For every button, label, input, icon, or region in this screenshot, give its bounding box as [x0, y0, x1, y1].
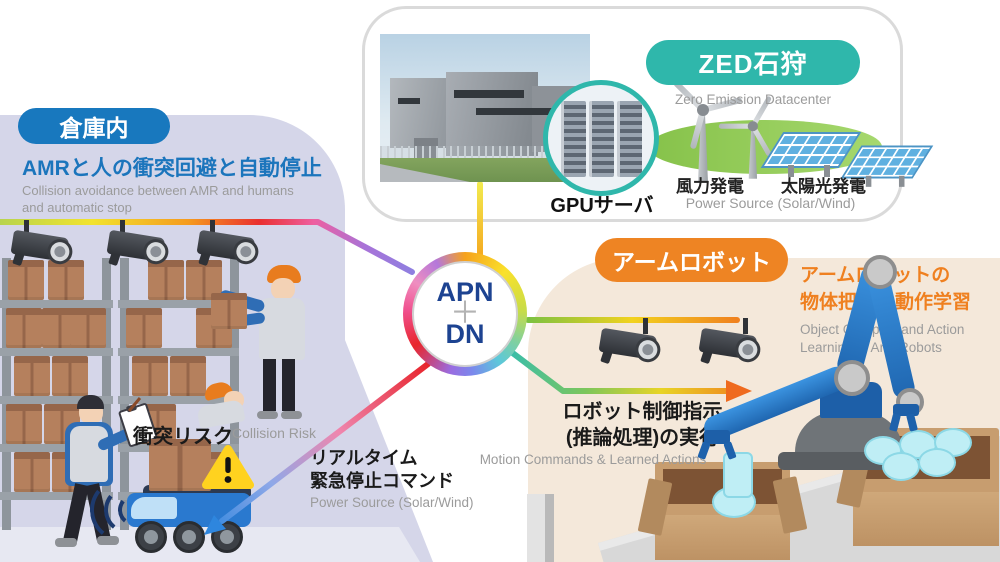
- command-arrowhead-icon: [726, 380, 752, 402]
- cctv-camera-icon: [598, 318, 664, 366]
- cardboard-box: [170, 356, 206, 396]
- wind-turbine-icon: [718, 95, 778, 184]
- warning-triangle-icon: [202, 445, 254, 489]
- zed-badge-label: ZED石狩: [698, 49, 808, 79]
- cardboard-box: [48, 260, 84, 300]
- warehouse-subtitle: Collision avoidance between AMR and huma…: [22, 183, 294, 215]
- cardboard-box: [14, 356, 50, 396]
- shelf-board: [0, 300, 113, 308]
- cardboard-box: [8, 260, 44, 300]
- armrobot-badge-label: アームロボット: [612, 249, 771, 275]
- cardboard-box: [211, 293, 247, 329]
- link-robot-commands: [503, 345, 729, 394]
- shelf-board: [0, 492, 113, 500]
- wheel: [135, 521, 167, 553]
- solar-power-label: 太陽光発電: [781, 177, 866, 196]
- camera-mount: [24, 220, 29, 236]
- window-strip: [476, 108, 568, 115]
- collision-risk-label-en: Collision Risk: [232, 425, 317, 441]
- wind-turbine-icon: [672, 79, 743, 188]
- shelf-board: [118, 396, 239, 404]
- collision-risk-label: 衝突リスク: [133, 426, 233, 448]
- shelf-post: [120, 258, 129, 530]
- server-rack-icon: [589, 101, 614, 177]
- cardboard-box: [6, 404, 42, 444]
- robot-command-title: ロボット制御指示 (推論処理)の実行: [562, 401, 723, 449]
- cardboard-box: [132, 356, 168, 396]
- server-rack-icon: [561, 101, 586, 177]
- link-emergency-stop: [219, 361, 431, 524]
- building-block: [390, 78, 452, 148]
- plus-icon: ＋: [450, 296, 480, 330]
- window-strip: [454, 90, 524, 98]
- solar-panel-icon: [760, 132, 862, 177]
- gpu-server-label: GPUサーバ: [550, 195, 654, 217]
- robot-gripper: [893, 404, 919, 416]
- gpu-server-icon: [543, 80, 659, 196]
- cardboard-box: [52, 356, 88, 396]
- shelf-post: [102, 258, 111, 530]
- product-bottle: [723, 452, 753, 498]
- wind-power-label: 風力発電: [676, 177, 744, 196]
- shelf-board: [0, 444, 113, 452]
- cardboard-box: [149, 439, 211, 491]
- warehouse-title: AMRと人の衝突回避と自動停止: [22, 157, 322, 180]
- warehouse-badge: 倉庫内: [18, 108, 170, 144]
- worker-picking-icon: [211, 265, 340, 423]
- cardboard-box: [126, 308, 162, 348]
- shelf-board: [118, 348, 239, 356]
- cctv-camera-icon: [10, 220, 76, 268]
- solar-panel-icon: [840, 145, 934, 187]
- power-source-label: Power Source (Solar/Wind): [685, 195, 856, 211]
- emergency-arrowhead-icon: [204, 515, 226, 535]
- cardboard-box: [6, 308, 42, 348]
- robot-joint: [834, 360, 870, 396]
- cardboard-box: [14, 452, 50, 492]
- server-rack-icon: [617, 101, 642, 177]
- hair: [77, 395, 104, 409]
- worker-clipboard-icon: [35, 395, 159, 560]
- product-disc: [882, 452, 920, 481]
- dn-label: DN: [445, 319, 485, 350]
- cctv-camera-icon: [106, 220, 172, 268]
- apn-dn-node: APN ＋ DN: [403, 252, 527, 376]
- emergency-stop-subtitle: Power Source (Solar/Wind): [310, 495, 474, 510]
- armrobot-badge: アームロボット: [595, 238, 788, 282]
- fence: [380, 146, 590, 161]
- product-disc: [918, 448, 956, 477]
- worker-crouching-icon: [196, 378, 262, 429]
- zed-subtitle: Zero Emission Datacenter: [674, 92, 832, 107]
- shelf-board: [118, 300, 239, 308]
- window-strip: [398, 98, 420, 104]
- cardboard-box: [148, 260, 184, 300]
- table-leg: [545, 494, 554, 562]
- table-leg: [527, 494, 545, 562]
- zed-badge: ZED石狩: [646, 40, 860, 85]
- cctv-camera-icon: [698, 318, 764, 366]
- warehouse-badge-label: 倉庫内: [59, 115, 129, 141]
- robot-command-subtitle: Motion Commands & Learned Actions: [479, 452, 707, 467]
- robot-joint: [863, 255, 897, 289]
- shelf-board: [0, 396, 113, 404]
- cctv-camera-icon: [196, 220, 262, 268]
- shelf-post: [2, 258, 11, 530]
- shelf-board: [0, 348, 113, 356]
- link-warehouse-cameras: [0, 219, 415, 275]
- robot-gripper: [704, 430, 730, 444]
- apn-label: APN: [436, 277, 494, 308]
- cardboard-box: [70, 308, 106, 348]
- wheel: [173, 521, 205, 553]
- emergency-stop-title: リアルタイム 緊急停止コマンド: [310, 448, 454, 491]
